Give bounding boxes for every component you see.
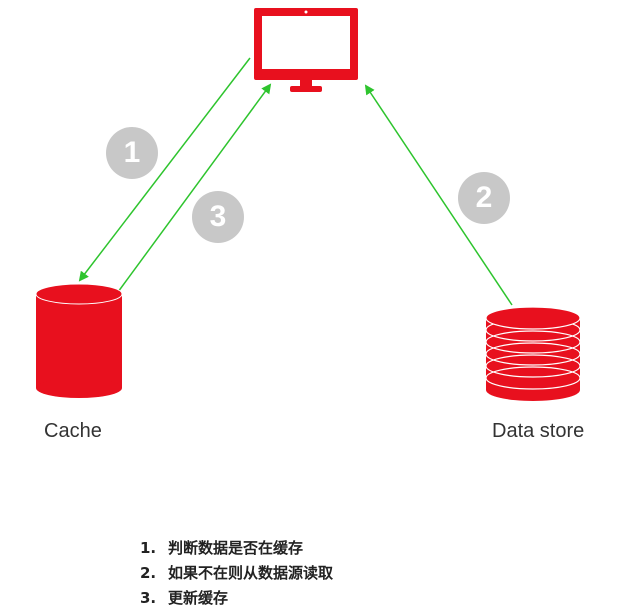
data-store-database-icon — [485, 306, 581, 401]
step-item: 1. 判断数据是否在缓存 — [140, 536, 333, 561]
step-number: 3. — [140, 589, 157, 607]
arrow-update-cache — [117, 83, 272, 293]
monitor-icon — [254, 8, 358, 92]
step-text: 判断数据是否在缓存 — [168, 539, 304, 557]
step-text: 更新缓存 — [168, 589, 229, 607]
arrow-check-cache — [78, 57, 251, 282]
step-badge-2: 2 — [458, 172, 510, 224]
step-item: 2. 如果不在则从数据源读取 — [140, 561, 333, 586]
step-number: 2. — [140, 564, 157, 582]
cache-label: Cache — [44, 420, 102, 442]
step-number: 1. — [140, 539, 157, 557]
step-item: 3. 更新缓存 — [140, 586, 333, 611]
step-badge-3: 3 — [192, 191, 244, 243]
cache-database-icon — [35, 283, 123, 398]
step-badge-1: 1 — [106, 127, 158, 179]
data-store-label: Data store — [492, 420, 585, 442]
step-text: 如果不在则从数据源读取 — [168, 564, 334, 582]
arrow-read-data-store — [364, 84, 513, 306]
steps-list: 1. 判断数据是否在缓存 2. 如果不在则从数据源读取 3. 更新缓存 — [140, 536, 333, 611]
